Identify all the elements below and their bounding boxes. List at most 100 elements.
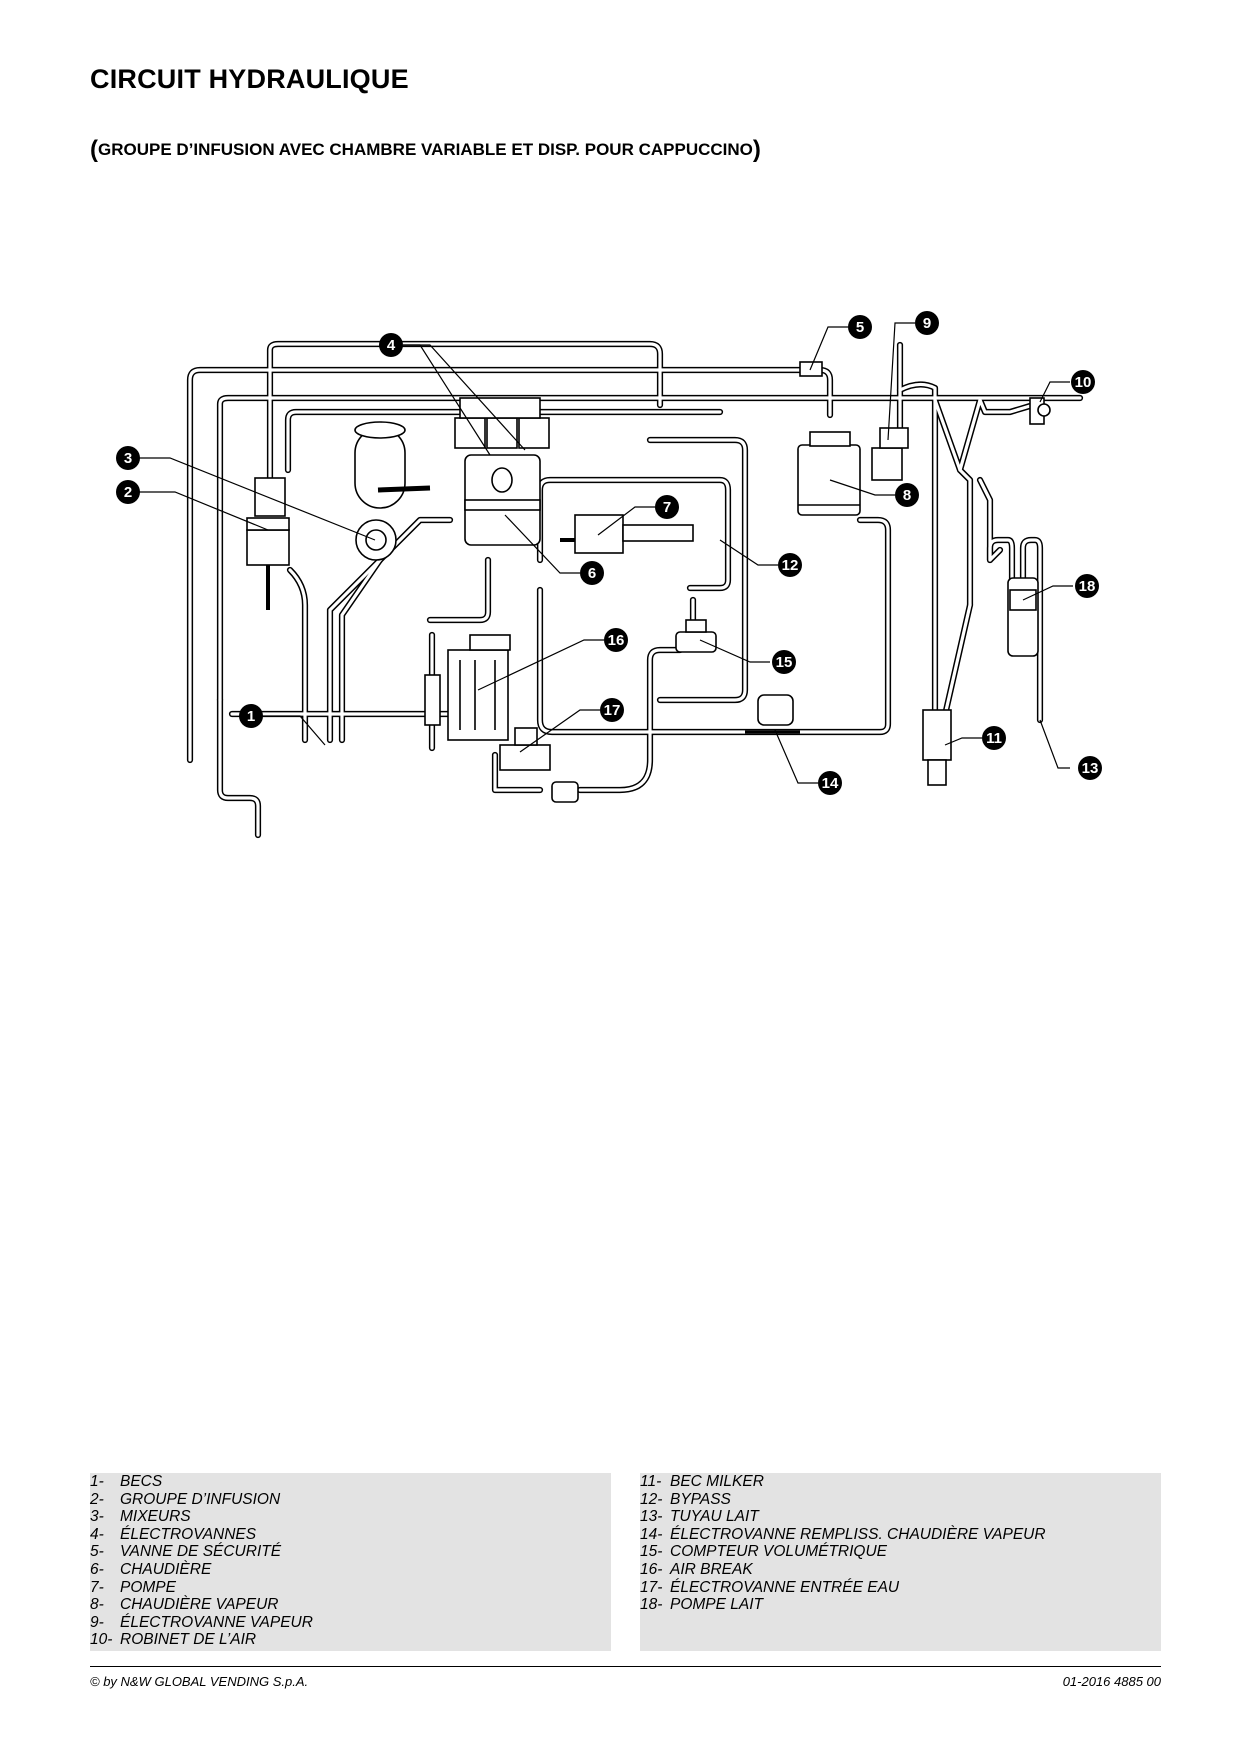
callout-3: 3	[116, 446, 140, 470]
leader-9	[887, 322, 915, 441]
pipe-spout-left-inner	[218, 698, 260, 837]
leader-13	[1039, 719, 1070, 769]
legend-item: 15-COMPTEUR VOLUMÉTRIQUE	[640, 1543, 1046, 1561]
page-subtitle: (GROUPE D’INFUSION AVEC CHAMBRE VARIABLE…	[90, 136, 761, 164]
leader-16	[477, 639, 604, 691]
callout-12: 12	[778, 553, 802, 577]
leader-4b	[403, 344, 526, 451]
legend-item: 3-MIXEURS	[90, 1508, 313, 1526]
pipe-milk-pump-loop-inner	[988, 538, 1014, 582]
air-break-component	[424, 634, 511, 741]
legend-item-number: 15-	[640, 1543, 663, 1561]
legend-item-number: 12-	[640, 1490, 663, 1508]
pipe-infuser-loop-inner	[538, 478, 730, 590]
legend-item-number: 1-	[90, 1473, 104, 1490]
legend-item-label: MIXEURS	[120, 1508, 191, 1526]
callout-17-label: 17	[604, 702, 621, 719]
legend-item-number: 11-	[640, 1473, 662, 1490]
leader-18	[1022, 585, 1073, 601]
legend-item: 4-ÉLECTROVANNES	[90, 1526, 313, 1544]
legend-item-number: 6-	[90, 1560, 104, 1578]
legend-item-label: POMPE	[120, 1578, 176, 1596]
air-tap-component	[1029, 397, 1051, 425]
legend-item: 14- ÉLECTROVANNE REMPLISS. CHAUDIÈRE VAPE…	[640, 1526, 1046, 1544]
legend-item-number: 2-	[90, 1490, 104, 1508]
page-title: CIRCUIT HYDRAULIQUE	[90, 64, 409, 94]
callout-18: 18	[1075, 574, 1099, 598]
callout-1: 1	[239, 704, 263, 728]
legend-item-label: AIR BREAK	[670, 1560, 753, 1578]
callout-12-label: 12	[782, 557, 799, 574]
legend-item-label: ÉLECTROVANNE ENTRÉE EAU	[670, 1578, 900, 1596]
leader-15	[699, 639, 770, 663]
leader-lines	[128, 322, 1073, 784]
legend-item: 1-BECS	[90, 1473, 313, 1491]
callout-7-label: 7	[663, 499, 671, 516]
pipe-inner	[188, 342, 1082, 837]
callout-16: 16	[604, 628, 628, 652]
callout-18-label: 18	[1079, 578, 1096, 595]
pipe-top-loop-inner	[188, 368, 832, 762]
callout-5: 5	[848, 315, 872, 339]
legend-item: 10-ROBINET DE L’AIR	[90, 1631, 313, 1649]
legend-item-number: 5-	[90, 1543, 104, 1561]
callout-4: 4	[379, 333, 403, 357]
leader-17	[519, 709, 600, 753]
pipe-milk-pump-loop-2-inner	[1021, 538, 1042, 722]
legend-item-number: 8-	[90, 1596, 104, 1614]
legend-item: 16-AIR BREAK	[640, 1561, 1046, 1579]
callout-14-label: 14	[822, 775, 839, 792]
legend-item-number: 7-	[90, 1578, 104, 1596]
callout-7: 7	[655, 495, 679, 519]
pipe-from-group-inner	[288, 568, 307, 742]
legend-item: 7- POMPE	[90, 1579, 313, 1597]
pipe-meter-loop-inner	[578, 648, 682, 792]
legend-item-number: 10-	[90, 1631, 113, 1649]
callout-3-label: 3	[124, 450, 132, 467]
callout-11-label: 11	[986, 730, 1002, 747]
callout-8-label: 8	[903, 487, 911, 504]
leader-8	[829, 479, 895, 496]
legend-item-number: 13-	[640, 1508, 663, 1526]
legend-item: 8-CHAUDIÈRE VAPEUR	[90, 1596, 313, 1614]
pipe-meter-loop	[576, 646, 684, 794]
callout-9: 9	[915, 311, 939, 335]
callout-10: 10	[1071, 370, 1095, 394]
legend-item-number: 17-	[640, 1578, 663, 1596]
pipe-right-top-inner	[898, 382, 1032, 472]
legend-item-number: 14-	[640, 1525, 663, 1543]
infusion-group-component	[246, 477, 290, 610]
subtitle-close-paren: )	[752, 136, 761, 163]
footer-divider	[90, 1666, 1161, 1667]
legend-item-label: CHAUDIÈRE	[120, 1560, 212, 1578]
leader-2	[128, 491, 269, 531]
pipe-bottom-inlet-inner	[493, 753, 542, 792]
callout-15-label: 15	[776, 654, 793, 671]
legend-item-label: ÉLECTROVANNE REMPLISS. CHAUDIÈRE VAPEUR	[670, 1525, 1046, 1543]
legend-item: 18-POMPE LAIT	[640, 1596, 1046, 1614]
callout-6-label: 6	[588, 565, 596, 582]
callout-13: 13	[1078, 756, 1102, 780]
legend-item: 9-ÉLECTROVANNE VAPEUR	[90, 1614, 313, 1632]
pipes	[186, 340, 1084, 839]
callout-6: 6	[580, 561, 604, 585]
legend-item: 11-BEC MILKER	[640, 1473, 1046, 1491]
legend-item: 13-TUYAU LAIT	[640, 1508, 1046, 1526]
legend-item: 12-BYPASS	[640, 1491, 1046, 1509]
legend-item-number: 18-	[640, 1596, 663, 1614]
pipe-center-right-inner	[538, 518, 890, 734]
callout-1-label: 1	[247, 708, 255, 725]
callouts: 1 2 3 4 5 6 7 8 9 10 11 12 13 14 15 16 1…	[116, 311, 1102, 795]
callout-2: 2	[116, 480, 140, 504]
legend-item-label: VANNE DE SÉCURITÉ	[120, 1543, 282, 1561]
legend-item: 5- VANNE DE SÉCURITÉ	[90, 1543, 313, 1561]
leader-14	[774, 729, 818, 784]
legend-item-label: GROUPE D’INFUSION	[120, 1490, 281, 1508]
callout-5-label: 5	[856, 319, 864, 336]
pipe-top-2-inner	[268, 342, 662, 485]
pipe-top-3-inner	[218, 396, 1082, 702]
